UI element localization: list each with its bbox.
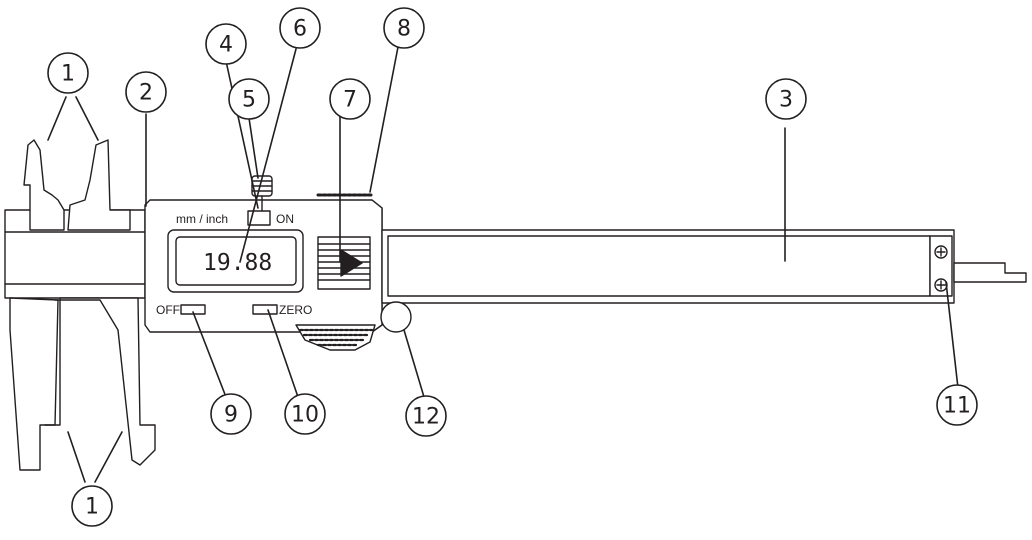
movable-lower-jaw [59,297,156,466]
off-label: OFF [156,303,180,317]
callout-7: 7 [343,88,357,113]
callout-circles [47,7,978,527]
slider-extension [371,199,383,333]
zero-button[interactable] [252,304,278,315]
on-label: ON [276,212,294,226]
callout-8: 8 [397,17,411,42]
thumb-roller[interactable] [295,324,376,351]
movable-upper-jaw [67,139,131,231]
callout-6: 6 [293,17,307,42]
zero-label: ZERO [279,303,312,317]
depth-rod [953,262,1027,283]
mm-inch-label: mm / inch [176,212,228,226]
lcd-window [175,236,297,286]
callout-4: 4 [219,33,233,58]
scale-bar [381,229,955,304]
callout-5: 5 [242,88,256,113]
callout-12: 12 [412,405,440,430]
callout-2: 2 [139,81,153,106]
battery-cover [380,301,412,333]
callout-10: 10 [291,403,319,428]
callout-11: 11 [943,394,971,419]
arrow-icon [340,249,363,277]
fixed-upper-jaw [23,139,65,231]
lcd-reading: 19.88 [203,250,272,276]
callout-1-bottom: 1 [85,495,99,520]
screw-top [934,245,948,259]
callout-1-top: 1 [61,62,75,87]
fixed-lower-jaw [9,297,59,471]
mm-inch-button[interactable] [247,210,271,226]
fixed-lower-jaw-inner [44,299,61,426]
callout-3: 3 [779,88,793,113]
leader-lines [47,46,959,483]
callout-9: 9 [224,403,238,428]
